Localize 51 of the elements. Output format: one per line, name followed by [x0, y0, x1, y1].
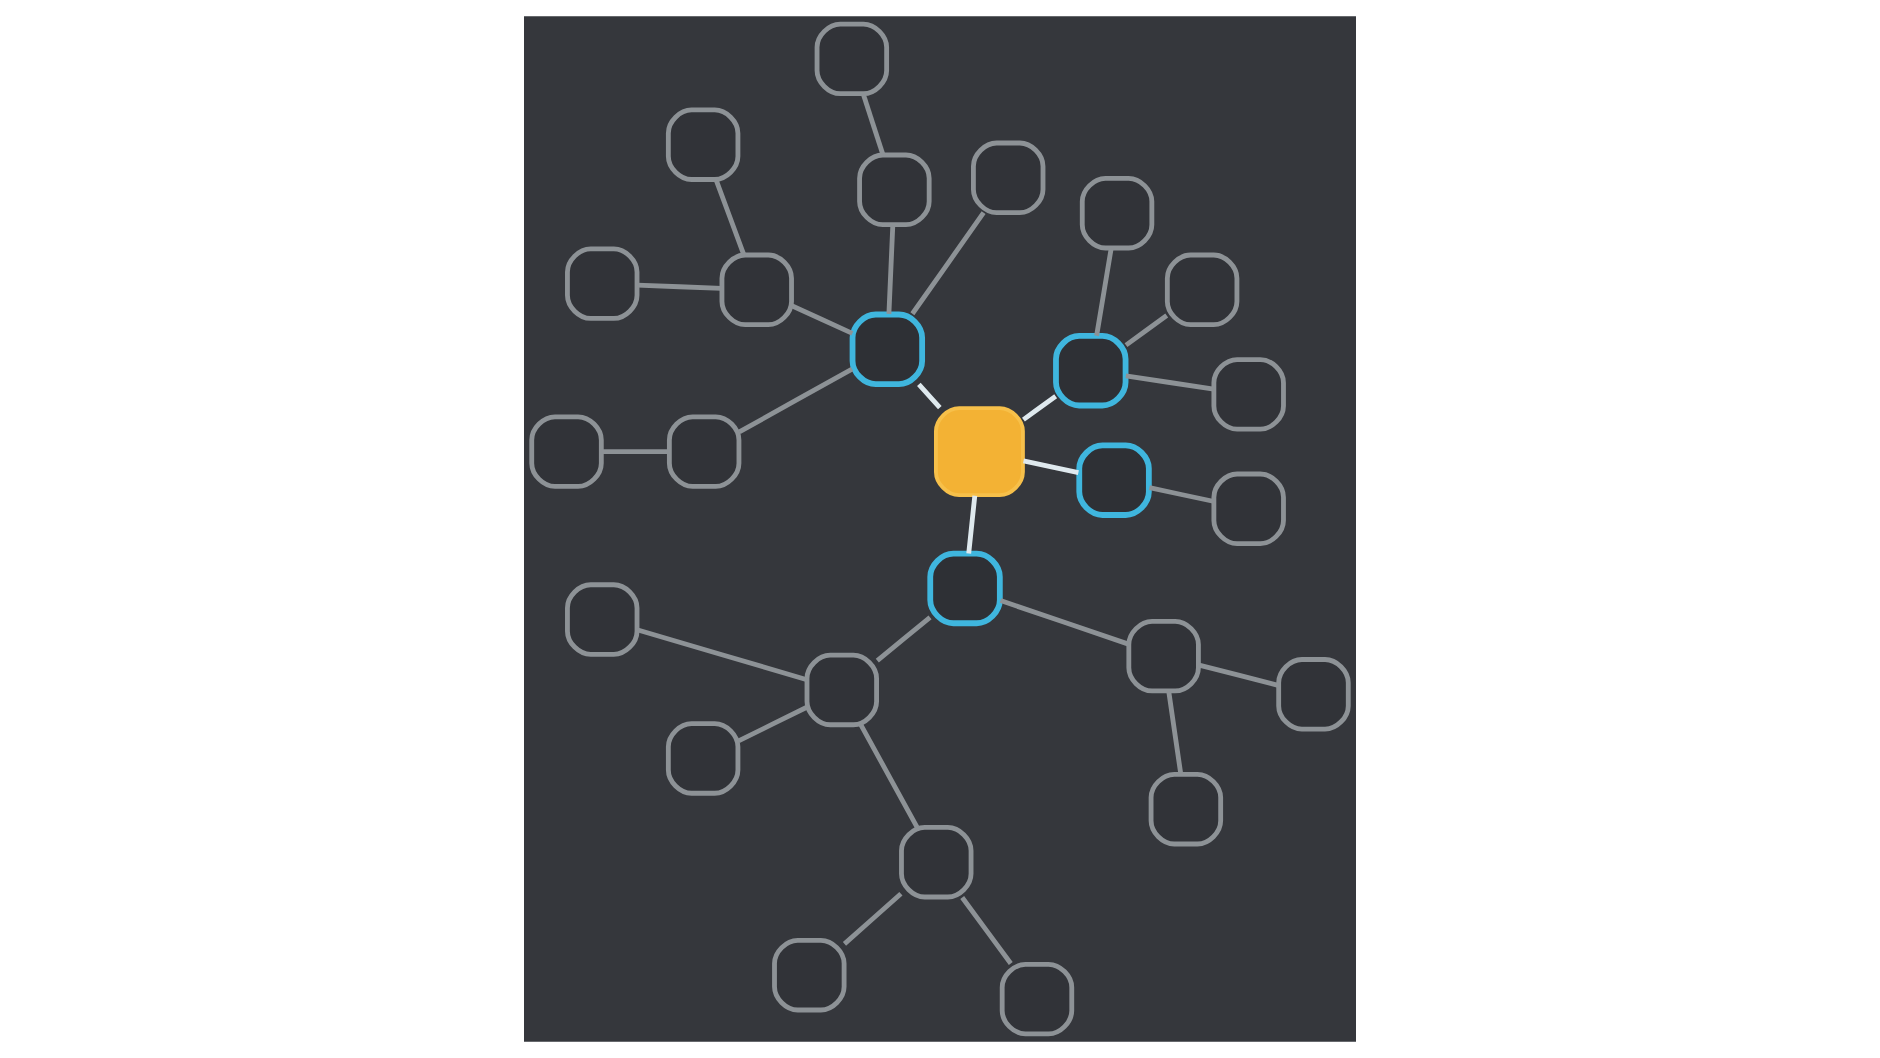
connector: [737, 705, 808, 744]
node-box: [719, 252, 794, 327]
connector: [790, 303, 854, 336]
node-box: [666, 414, 742, 489]
node-box: [529, 414, 604, 489]
node-box: [1211, 357, 1286, 432]
connector: [999, 598, 1130, 647]
connector: [966, 495, 978, 554]
node-box: [565, 246, 640, 321]
connector: [1148, 485, 1214, 504]
connector: [860, 93, 886, 156]
node-box: [1126, 618, 1201, 694]
connector: [1166, 691, 1184, 775]
node-box: [1076, 442, 1152, 518]
node-box: [814, 21, 890, 97]
connector: [1125, 373, 1215, 392]
connector: [875, 615, 932, 663]
node-box: [971, 140, 1046, 216]
connector: [917, 382, 942, 410]
node-box: [857, 152, 932, 227]
connector: [910, 211, 986, 316]
node-box: [1148, 771, 1224, 847]
node-box: [772, 937, 847, 1013]
node-box: [1276, 657, 1351, 732]
node-box: [804, 652, 879, 728]
connector: [637, 282, 722, 291]
connector: [1124, 313, 1169, 348]
node-box: [665, 107, 741, 182]
node-box: [1164, 252, 1240, 327]
node-box: [927, 550, 1003, 627]
connector: [713, 179, 747, 256]
connector: [1094, 247, 1114, 337]
connector: [858, 723, 920, 829]
connector: [886, 225, 896, 314]
node-box: [849, 311, 926, 387]
node-box: [1079, 175, 1155, 251]
node-box: [1211, 471, 1286, 546]
connector: [960, 896, 1013, 965]
node-box: [999, 961, 1075, 1037]
node-box: [565, 582, 640, 657]
connector: [738, 366, 854, 435]
connector: [1023, 458, 1079, 475]
connector: [1022, 394, 1058, 422]
connector: [636, 627, 808, 683]
connector: [1198, 662, 1279, 688]
node-box: [899, 825, 974, 900]
connector: [842, 891, 903, 946]
connector: [601, 449, 669, 454]
node-box: [934, 406, 1025, 497]
node-box: [1053, 333, 1129, 409]
node-box: [665, 721, 741, 796]
